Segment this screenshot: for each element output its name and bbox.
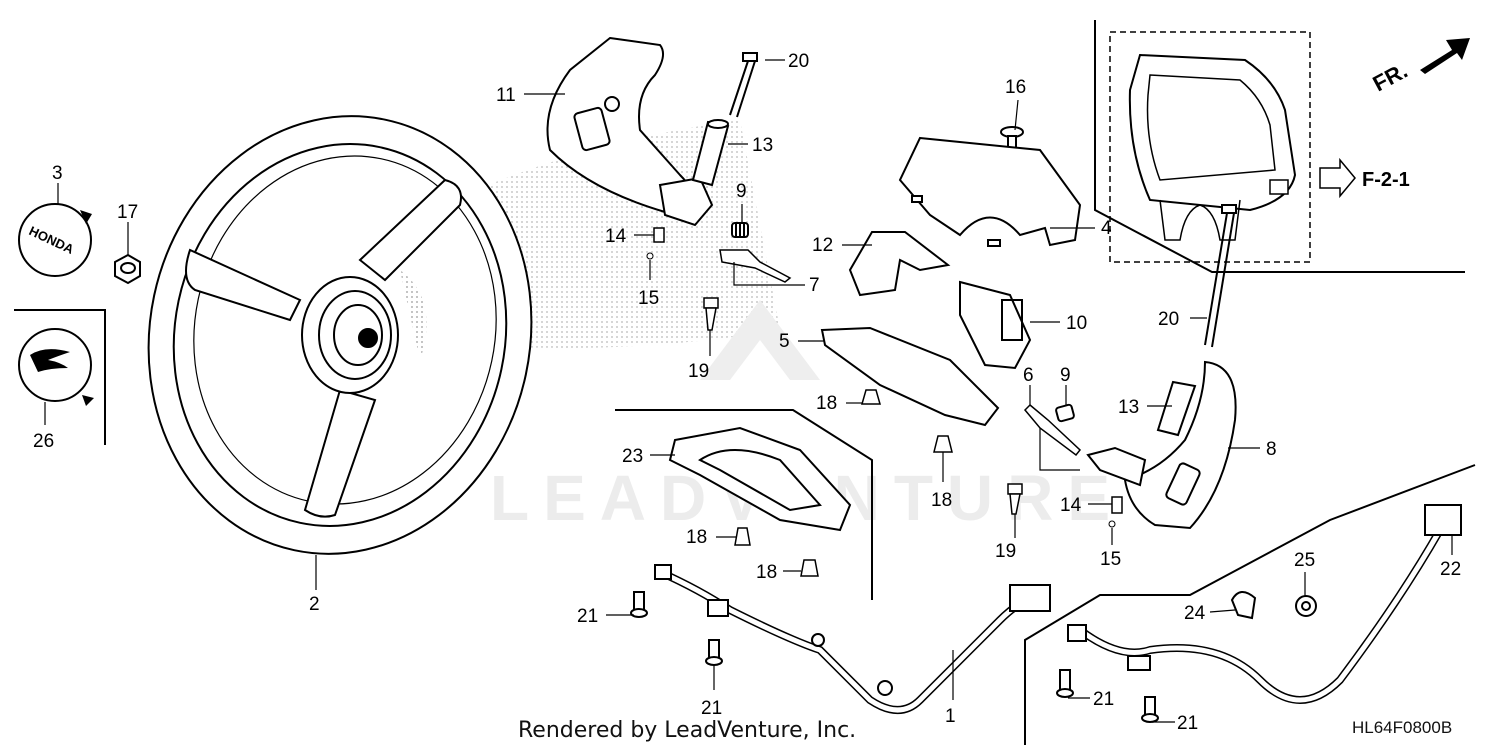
callout-15-top: 15: [638, 288, 659, 309]
emblem-honda-wordmark: HONDA: [18, 203, 92, 277]
callout-21-d: 21: [1177, 713, 1198, 734]
clamp: [1230, 591, 1257, 620]
callout-20-right: 20: [1158, 309, 1179, 330]
callout-19-right: 19: [995, 541, 1016, 562]
callout-14-right: 14: [1060, 495, 1082, 516]
rivet-right: [1007, 483, 1023, 515]
callout-20-top: 20: [788, 51, 809, 72]
front-direction-label: FR.: [1369, 58, 1412, 97]
steering-wheel: [147, 115, 533, 555]
wire-harness-sub: [1067, 504, 1462, 704]
grommet: [1295, 595, 1317, 617]
callout-17: 17: [117, 202, 138, 223]
callout-21-a: 21: [577, 606, 598, 627]
callout-9-top: 9: [736, 181, 747, 202]
callout-8: 8: [1266, 439, 1277, 460]
callout-18-a: 18: [816, 393, 837, 414]
callout-10: 10: [1066, 313, 1087, 334]
switch-cover-left: [546, 36, 714, 227]
diagram-code: HL64F0800B: [1352, 718, 1453, 737]
emblem-honda-wing: [18, 328, 94, 406]
switch-block-lower: [959, 280, 1032, 370]
callout-21-b: 21: [701, 698, 722, 719]
callout-11: 11: [496, 85, 516, 106]
callout-23: 23: [622, 446, 643, 467]
rivet-top: [703, 297, 719, 331]
footer-credit: Rendered by LeadVenture, Inc.: [518, 718, 857, 743]
callouts: 1 2 3 4 5 6 7 8 9 9 10 11 12 13 13 14 14…: [33, 51, 1461, 734]
callout-14-top: 14: [605, 226, 627, 247]
callout-21-c: 21: [1093, 689, 1114, 710]
meter-assembly-inset: F-2-1: [1109, 31, 1410, 263]
lower-bracket: [820, 326, 1000, 427]
callout-13-top: 13: [752, 135, 773, 156]
clips: [734, 389, 953, 577]
nut: [114, 253, 141, 285]
switch-block-upper: [848, 231, 951, 297]
callout-6: 6: [1023, 365, 1034, 386]
callout-22: 22: [1440, 559, 1461, 580]
callout-19-top: 19: [688, 361, 709, 382]
bolt-right: [1204, 204, 1237, 348]
reference-label: F-2-1: [1362, 169, 1410, 191]
wire-harness-main: [654, 564, 1051, 714]
leader-lines: [44, 59, 1453, 723]
callout-18-c: 18: [686, 527, 707, 548]
lower-panel: [668, 426, 852, 532]
callout-15-right: 15: [1100, 549, 1121, 570]
callout-7: 7: [809, 275, 820, 296]
callout-16: 16: [1005, 77, 1026, 98]
front-direction-arrow: FR.: [1369, 38, 1470, 96]
callout-24: 24: [1184, 603, 1206, 624]
plate-top: [719, 249, 792, 283]
callout-12: 12: [812, 235, 833, 256]
callout-26: 26: [33, 431, 54, 452]
small-spring-right: [1111, 496, 1123, 514]
spring-top: [731, 222, 749, 238]
column-cover: [898, 136, 1082, 247]
section-dividers: [14, 20, 1476, 745]
callout-9-right: 9: [1060, 365, 1071, 386]
callout-25: 25: [1294, 550, 1315, 571]
small-spring-top: [653, 227, 665, 243]
callout-1: 1: [945, 706, 956, 727]
callout-4: 4: [1101, 218, 1112, 239]
callout-2: 2: [309, 594, 320, 615]
callout-18-d: 18: [756, 562, 777, 583]
plate-right: [1023, 403, 1082, 457]
switch-cover-right: [1086, 360, 1237, 530]
collar-top: [691, 119, 730, 187]
callout-3: 3: [52, 163, 63, 184]
ball-top: [646, 252, 654, 260]
collar-right: [1156, 380, 1197, 437]
callout-18-b: 18: [931, 490, 952, 511]
spring-right: [1055, 403, 1075, 423]
ball-right: [1108, 520, 1116, 528]
callout-5: 5: [779, 331, 790, 352]
callout-13-right: 13: [1118, 397, 1139, 418]
bolt-top: [729, 52, 758, 118]
